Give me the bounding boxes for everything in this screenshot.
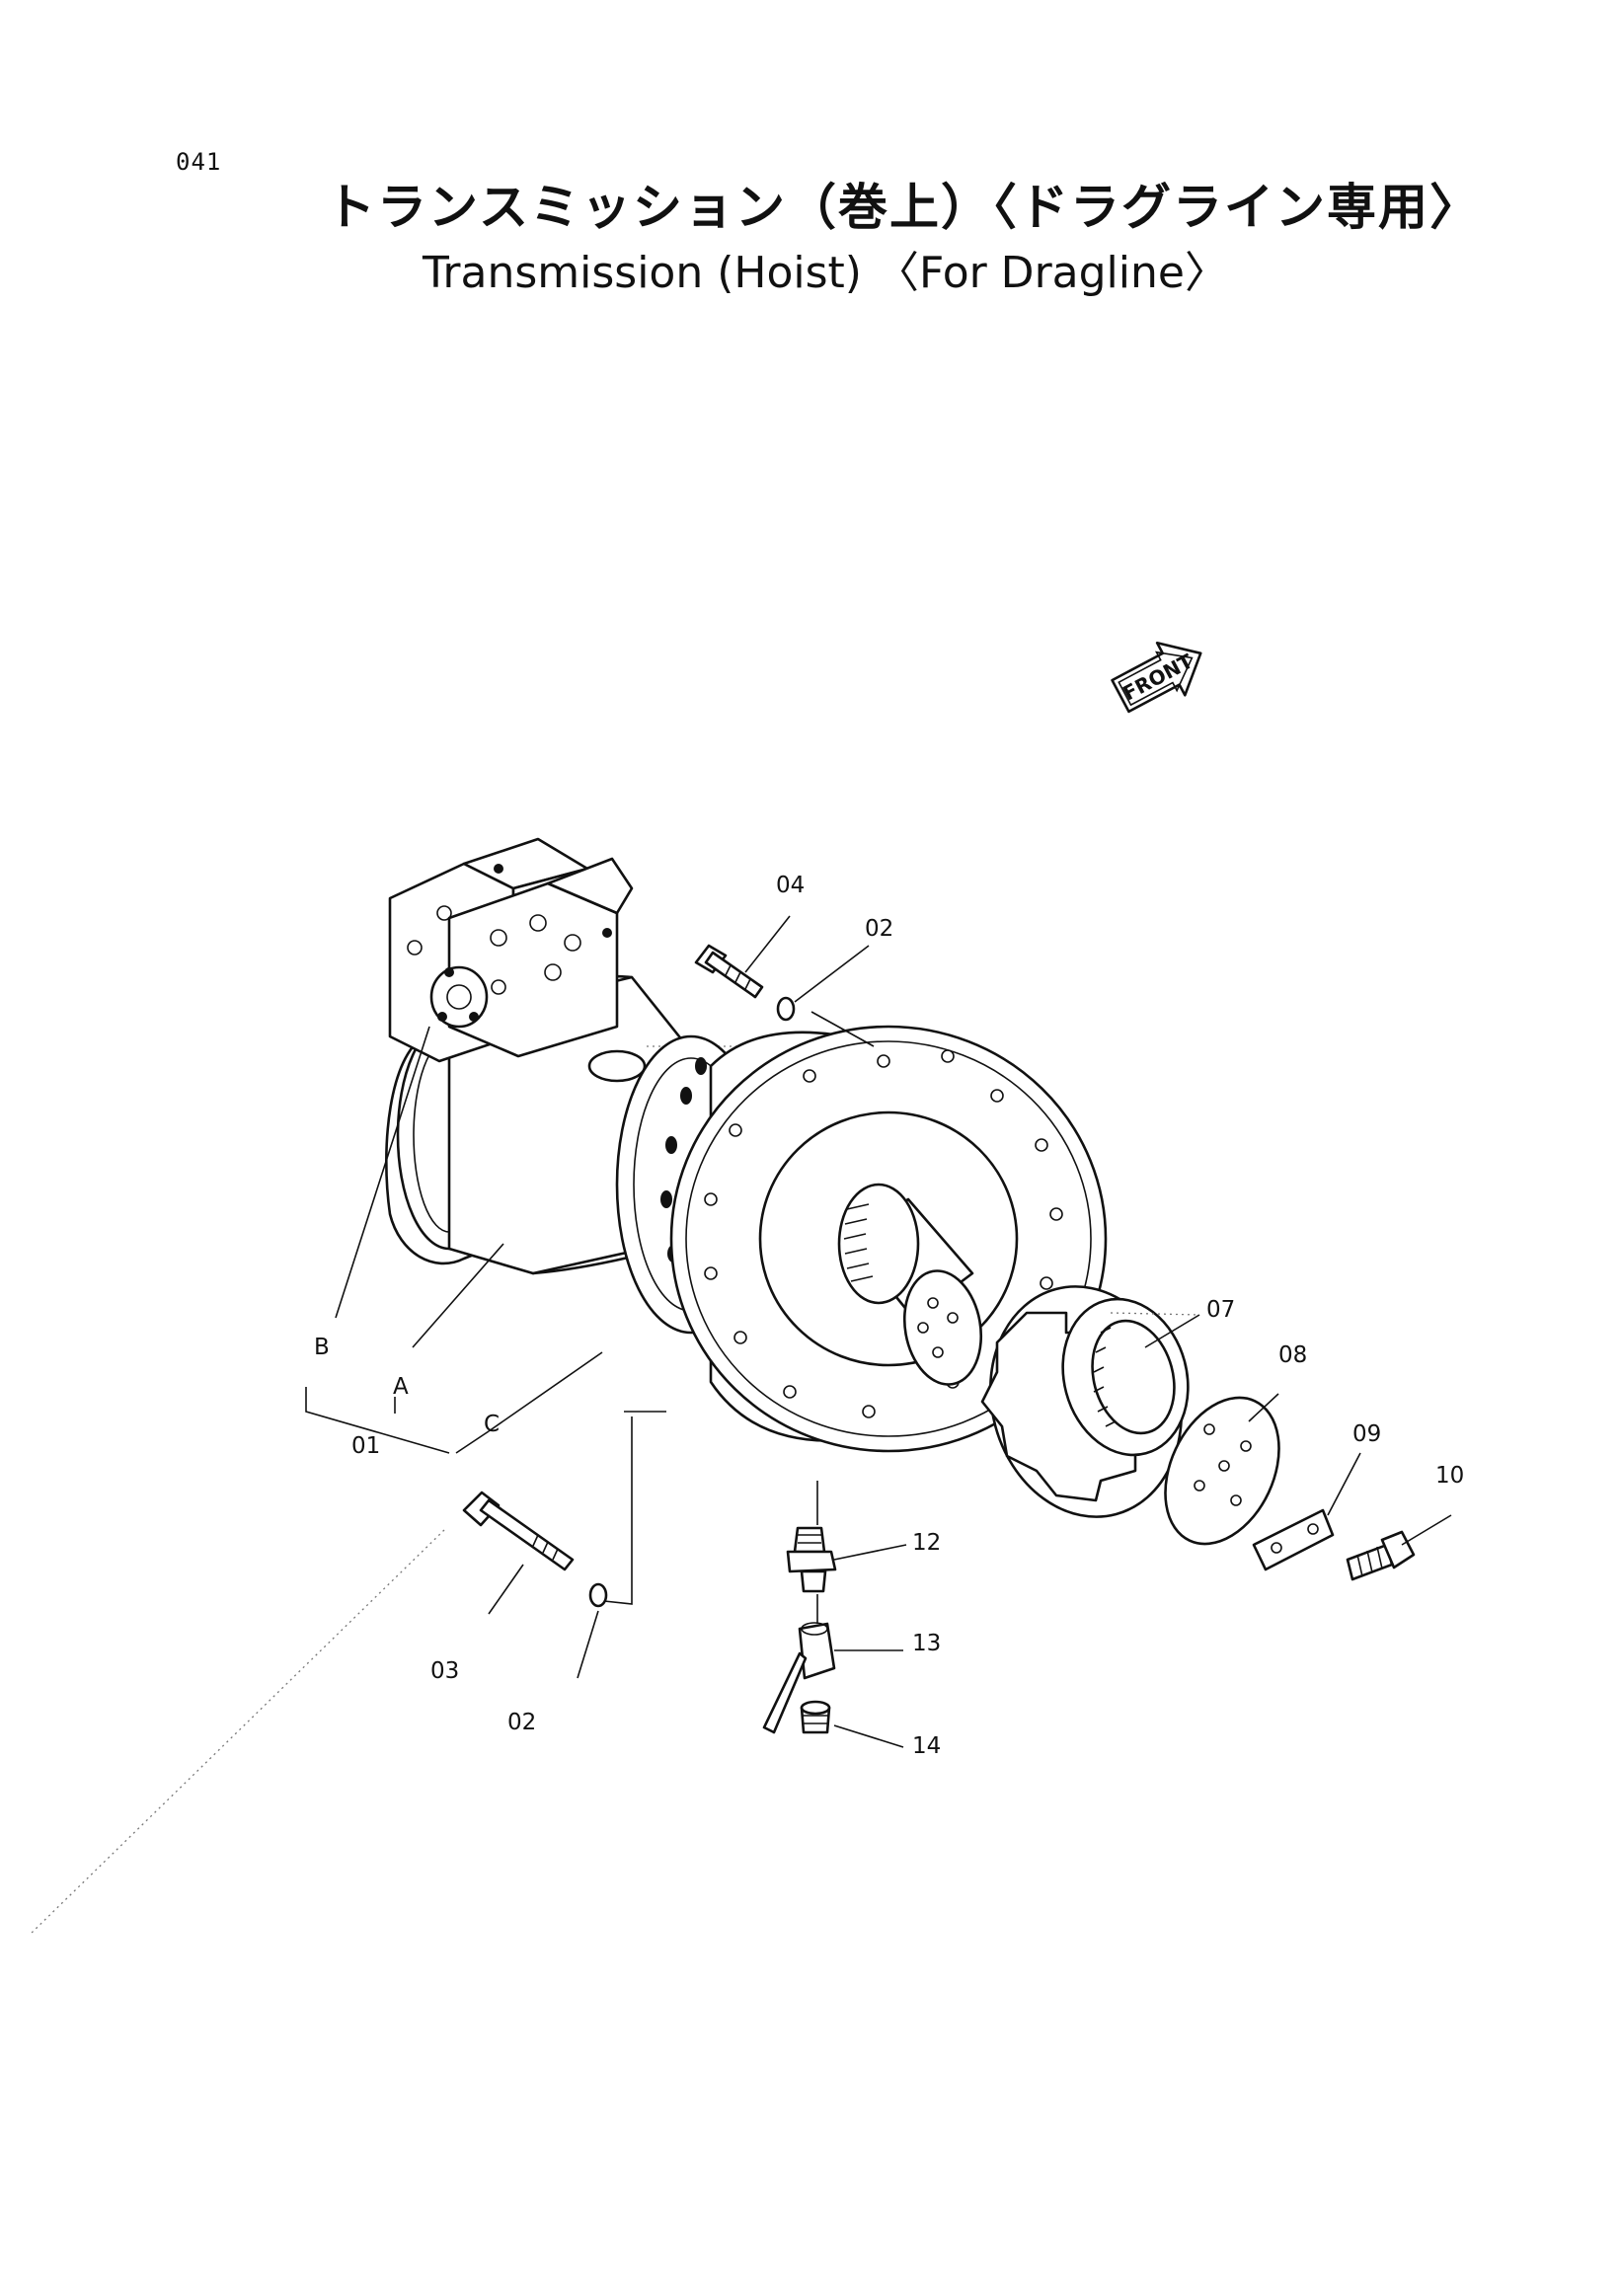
washer-part-02-top xyxy=(776,996,796,1022)
leader-lines xyxy=(305,915,1452,1748)
label-09: 09 xyxy=(1352,1421,1381,1447)
bolt-part-04 xyxy=(694,944,764,999)
label-01: 01 xyxy=(351,1433,380,1459)
label-13: 13 xyxy=(912,1631,941,1656)
washer-part-02-bottom xyxy=(588,1582,608,1608)
label-08: 08 xyxy=(1278,1342,1307,1368)
label-12: 12 xyxy=(912,1530,941,1556)
page-number: 041 xyxy=(176,148,222,176)
label-02-bottom: 02 xyxy=(507,1710,536,1735)
drain-valve-part-13 xyxy=(762,1622,836,1734)
label-03: 03 xyxy=(430,1658,459,1684)
part-labels: B A 01 C 04 02 07 08 09 10 12 13 14 03 0… xyxy=(314,873,1464,1759)
gear-part-07 xyxy=(980,1285,1190,1518)
scan-dotted-line xyxy=(29,1529,445,1936)
label-A: A xyxy=(393,1374,409,1400)
label-04: 04 xyxy=(776,873,805,898)
bolt-part-10 xyxy=(1346,1530,1416,1581)
fitting-part-12 xyxy=(786,1526,837,1593)
label-B: B xyxy=(314,1335,330,1360)
label-C: C xyxy=(484,1412,500,1437)
label-02-top: 02 xyxy=(865,916,893,942)
front-arrow-icon: FRONT xyxy=(1111,641,1202,714)
bolt-part-03 xyxy=(462,1491,575,1571)
plug-part-14 xyxy=(800,1700,831,1734)
plate-part-08 xyxy=(1164,1396,1280,1546)
title-english: Transmission (Hoist) 〈For Dragline〉 xyxy=(423,248,1228,298)
label-10: 10 xyxy=(1435,1463,1464,1489)
label-14: 14 xyxy=(912,1733,941,1759)
title-japanese: トランスミッション（巻上）〈ドラグライン専用〉 xyxy=(326,179,1481,236)
label-07: 07 xyxy=(1206,1297,1235,1323)
lock-plate-part-09 xyxy=(1252,1508,1335,1571)
